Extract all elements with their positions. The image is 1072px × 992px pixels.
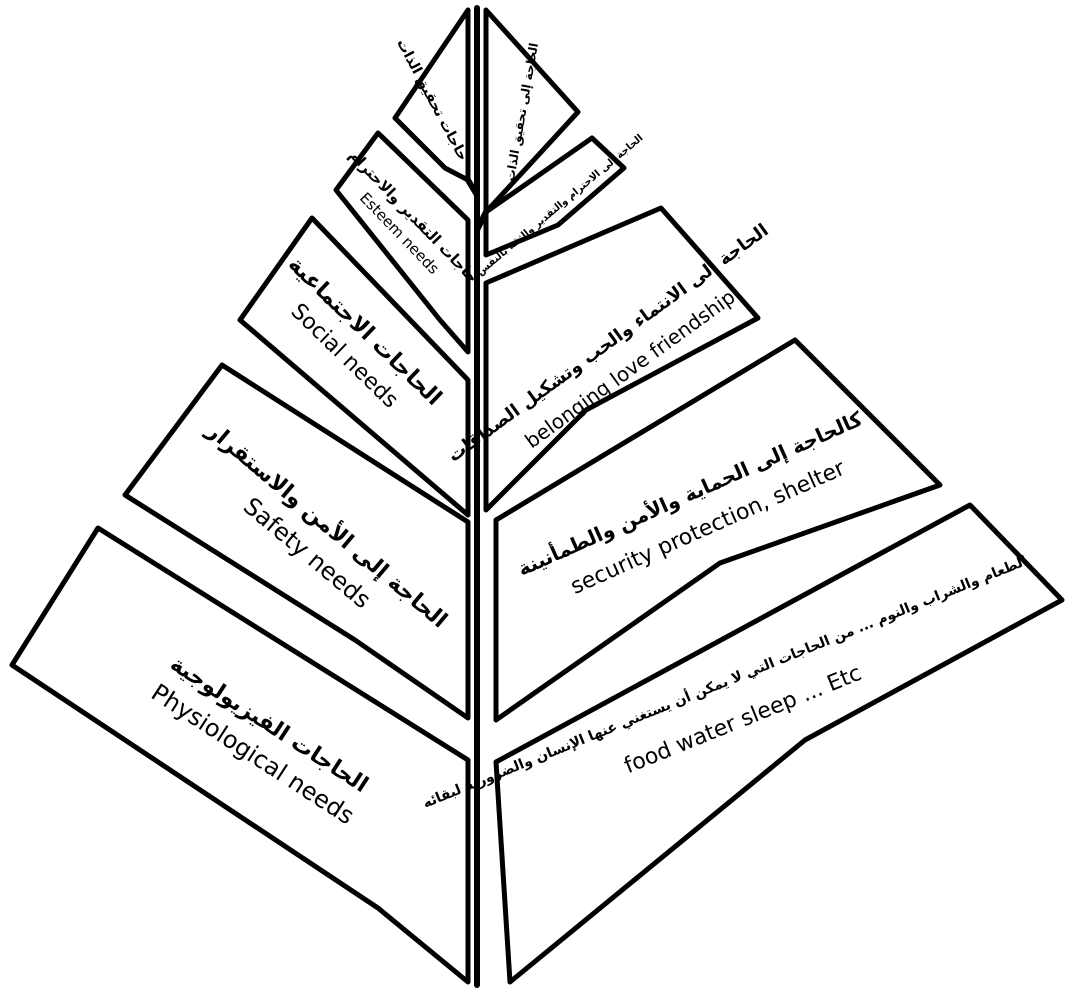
right-panel-level-5 [493, 502, 1065, 985]
right-panel-level-2 [483, 135, 627, 258]
left-panel-level-5 [9, 525, 471, 985]
right-panel-level-4 [493, 337, 943, 723]
pyramid-branch-right [474, 209, 489, 233]
left-panel-level-3 [237, 215, 471, 518]
right-panel-level-1 [483, 7, 581, 215]
left-panel-level-1 [392, 7, 471, 183]
right-panel-level-3 [483, 205, 761, 513]
pyramid-branch-left [465, 177, 480, 198]
left-panel-level-2 [333, 130, 471, 355]
left-panel-level-4 [122, 362, 471, 721]
